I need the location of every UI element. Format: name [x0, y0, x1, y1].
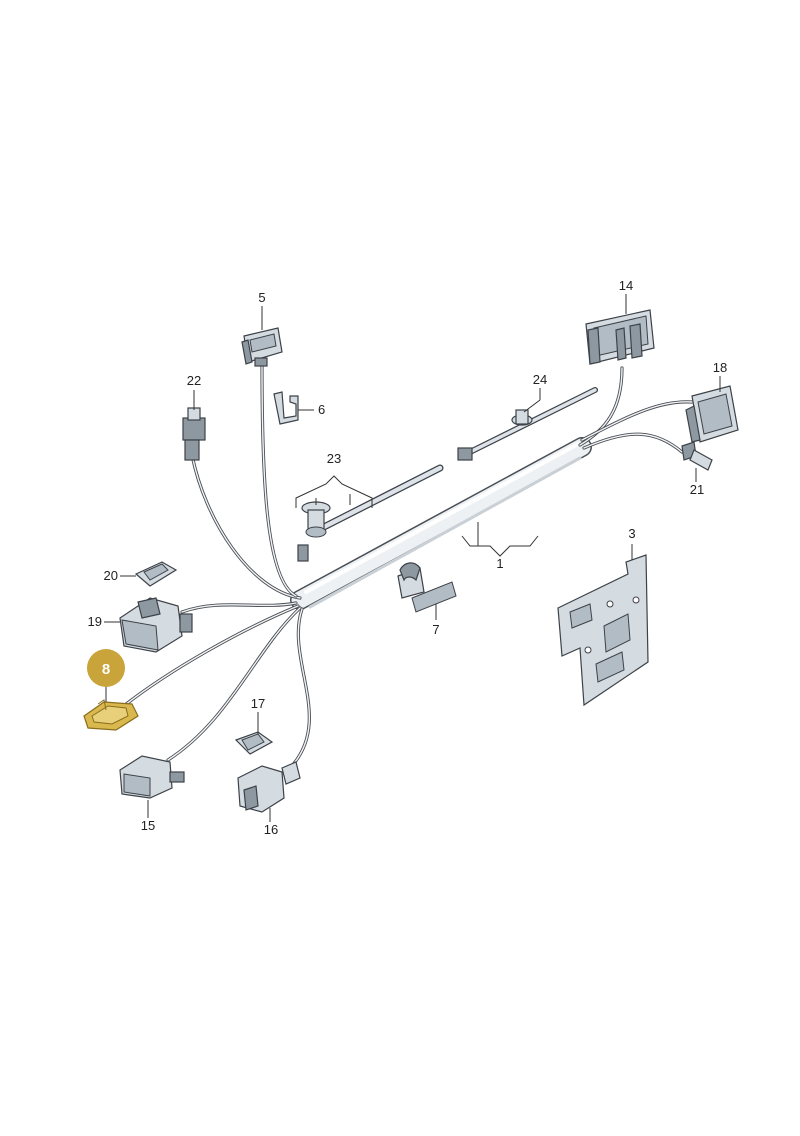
- connector-15[interactable]: [119, 755, 185, 799]
- label-5: 5: [258, 290, 265, 305]
- wires: [123, 363, 694, 770]
- cap-20[interactable]: [134, 561, 178, 587]
- label-8: 8: [102, 661, 110, 678]
- connector-21[interactable]: [681, 441, 713, 471]
- label-17: 17: [251, 696, 265, 711]
- label-21: 21: [690, 482, 704, 497]
- label-3: 3: [628, 526, 635, 541]
- connector-18[interactable]: [685, 385, 739, 443]
- label-15: 15: [141, 818, 155, 833]
- cable-tie-24[interactable]: [457, 387, 598, 461]
- mounting-plate-3[interactable]: [557, 554, 649, 707]
- cable-tie-23[interactable]: [297, 464, 444, 562]
- label-1: 1: [496, 556, 503, 571]
- leader-lines: [104, 294, 721, 822]
- label-23: 23: [327, 451, 341, 466]
- connector-19[interactable]: [119, 597, 193, 653]
- connector-22[interactable]: [182, 407, 206, 461]
- label-20: 20: [104, 568, 118, 583]
- connector-5[interactable]: [241, 327, 283, 367]
- terminal-8[interactable]: [83, 699, 139, 731]
- label-6: 6: [318, 402, 325, 417]
- highlight-badge-8[interactable]: 8: [87, 649, 125, 687]
- main-harness-sleeve[interactable]: [290, 437, 592, 610]
- label-7: 7: [432, 622, 439, 637]
- label-22: 22: [187, 373, 201, 388]
- connector-14[interactable]: [585, 309, 655, 365]
- cap-17[interactable]: [234, 731, 274, 755]
- label-19: 19: [88, 614, 102, 629]
- connector-16[interactable]: [237, 761, 301, 813]
- clip-6[interactable]: [273, 391, 299, 425]
- label-24: 24: [533, 372, 547, 387]
- clamp-7[interactable]: [397, 562, 457, 613]
- label-18: 18: [713, 360, 727, 375]
- badge-circle: [87, 649, 125, 687]
- callout-labels: 5 6 22 23 24 14 18 21 1 3 7 20 19 17 15 …: [88, 278, 728, 837]
- label-16: 16: [264, 822, 278, 837]
- label-14: 14: [619, 278, 633, 293]
